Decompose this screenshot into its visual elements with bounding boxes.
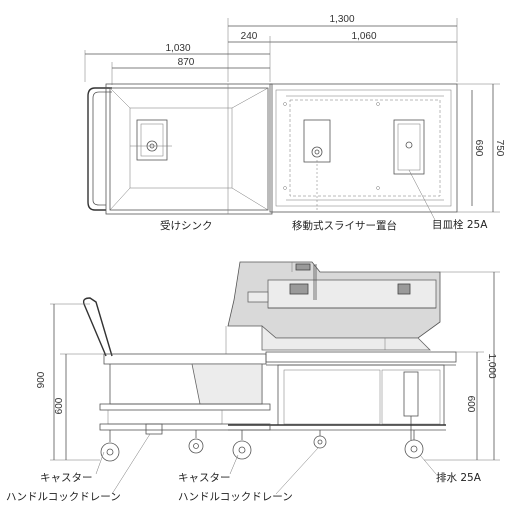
label-receiving-sink: 受けシンク (160, 220, 213, 232)
dim-overall-depth-label: 750 (494, 140, 505, 157)
caster-right (404, 430, 424, 459)
dim-table-width-label: 1,060 (351, 31, 376, 42)
dim-height-left-label: 900 (36, 371, 47, 388)
dim-height-right: 1,000 600 (424, 271, 500, 461)
label-handle-cock-drain-middle: ハンドルコックドレーン (178, 491, 293, 503)
dim-height-left: 900 600 (36, 303, 104, 461)
slicer-machine (225, 261, 441, 354)
label-caster-left: キャスター (40, 472, 93, 484)
caster-middle-rear (313, 430, 327, 449)
dim-table-depth-label: 690 (473, 140, 484, 157)
caster-front-left (100, 430, 120, 462)
side-view: 900 600 1,000 600 キャスター キャスター ハンドルコックドレー… (6, 261, 500, 503)
label-caster-middle: キャスター (178, 472, 231, 484)
caster-middle (232, 430, 252, 460)
dim-table-offset-label: 240 (241, 31, 258, 42)
plan-view: 1,300 240 1,060 1,030 870 (84, 14, 505, 232)
dim-table-offset: 240 1,060 (228, 31, 457, 82)
dim-height-right-label: 1,000 (486, 353, 497, 378)
dim-sink-inner-label: 870 (178, 57, 195, 68)
dim-total-width-label: 1,300 (329, 14, 354, 25)
caster-rear-left (188, 430, 204, 454)
label-drain: 排水 25A (436, 471, 482, 484)
dim-table-height-right-label: 600 (465, 396, 476, 413)
dim-sink-width-label: 1,030 (165, 43, 190, 54)
label-drain-plug: 目皿栓 25A (432, 218, 488, 231)
label-handle-cock-drain-left: ハンドルコックドレーン (6, 491, 121, 503)
receiving-sink-side (82, 297, 271, 435)
receiving-sink-plan (87, 83, 273, 215)
dim-total-width: 1,300 (227, 14, 458, 82)
dim-sink-inner: 870 (111, 57, 270, 85)
slicer-stand-plan (269, 83, 458, 213)
dim-depth: 690 750 (457, 83, 505, 213)
label-mobile-slicer-stand: 移動式スライサー置台 (292, 219, 397, 232)
dim-table-height-left-label: 600 (54, 397, 65, 414)
dim-sink-width: 1,030 (84, 43, 270, 82)
